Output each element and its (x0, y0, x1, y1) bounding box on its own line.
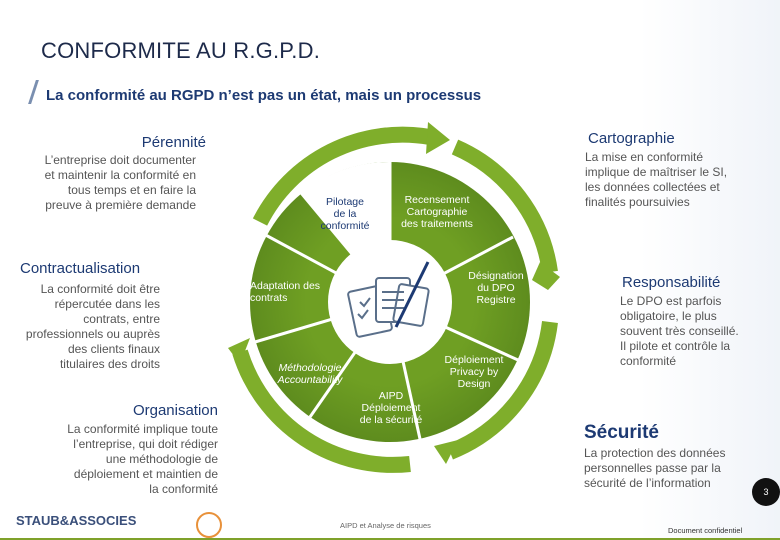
segment-aipd-line3: de la sécurité (359, 414, 423, 426)
organisation-line3: une méthodologie de (105, 452, 218, 466)
segment-privacy-line2: Privacy by (449, 366, 499, 378)
segment-privacy-line1: Déploiement (444, 354, 504, 366)
contractualisation-line6: titulaires des droits (59, 357, 160, 371)
perennite-line3: tous temps et en faire la (67, 183, 196, 197)
segment-adaptation-line1: Adaptation des (250, 280, 321, 292)
perennite-line2: et maintenir la conformité en (44, 168, 196, 182)
segment-aipd-line1: AIPD (378, 390, 404, 402)
subtitle-slash-icon (28, 80, 39, 104)
cartographie-line4: finalités poursuivies (585, 195, 690, 209)
page-number-badge: 3 (752, 478, 780, 506)
segment-designation-line2: du DPO (477, 282, 515, 294)
cartographie-text: La mise en conformité implique de maîtri… (585, 150, 765, 210)
staub-logo: STAUB&ASSOCIES (16, 513, 137, 528)
securite-line2: personnelles passe par la (584, 461, 721, 475)
organisation-text: La conformité implique toute l’entrepris… (10, 422, 218, 497)
organisation-line1: La conformité implique toute (67, 422, 218, 436)
segment-privacy-line3: Design (457, 378, 491, 390)
segment-recensement-line3: des traitements (401, 218, 473, 230)
segment-pilotage-line3: conformité (320, 220, 370, 232)
segment-methodologie-line1: Méthodologie (278, 362, 342, 374)
cartographie-line1: La mise en conformité (585, 150, 704, 164)
contractualisation-text: La conformité doit être répercutée dans … (10, 282, 160, 372)
perennite-text: L’entreprise doit documenter et mainteni… (10, 153, 196, 213)
footer-confidential: Document confidentiel (668, 526, 743, 535)
segment-aipd: AIPD Déploiement de la sécurité (346, 390, 436, 426)
contractualisation-line1: La conformité doit être (40, 282, 160, 296)
securite-heading: Sécurité (584, 422, 659, 443)
bottom-rule (0, 538, 780, 540)
securite-line1: La protection des données (584, 446, 726, 460)
cartographie-heading: Cartographie (588, 130, 675, 147)
contractualisation-line2: répercutée dans les (54, 297, 160, 311)
perennite-line1: L’entreprise doit documenter (44, 153, 196, 167)
background-gradient (640, 0, 780, 540)
contractualisation-line3: contrats, entre (83, 312, 160, 326)
organisation-line5: la conformité (149, 482, 218, 496)
cycle-arrows (232, 126, 558, 473)
footer-center-text: AIPD et Analyse de risques (340, 521, 431, 530)
responsabilite-line4: Il pilote et contrôle la (620, 339, 731, 353)
segment-designation-line1: Désignation (468, 270, 524, 282)
segment-privacy-design: Déploiement Privacy by Design (432, 354, 516, 390)
responsabilite-line1: Le DPO est parfois (620, 294, 722, 308)
organisation-line4: déploiement et maintien de (73, 467, 218, 481)
segment-recensement-line2: Cartographie (406, 206, 468, 218)
securite-line3: sécurité de l’information (584, 476, 711, 490)
segment-adaptation-line2: contrats (250, 292, 288, 304)
contractualisation-line5: des clients finaux (67, 342, 160, 356)
segment-methodologie-line2: Accountability (277, 374, 343, 386)
arrow-heads (228, 122, 560, 464)
responsabilite-heading: Responsabilité (622, 274, 721, 291)
responsabilite-text: Le DPO est parfois obligatoire, le plus … (620, 294, 770, 369)
segment-aipd-line2: Déploiement (361, 402, 421, 414)
perennite-line4: preuve à première demande (45, 198, 196, 212)
organisation-heading: Organisation (132, 402, 218, 419)
segment-designation: Désignation du DPO Registre (456, 270, 536, 306)
cartographie-line3: les données collectées et (585, 180, 720, 194)
segment-pilotage-line2: de la (333, 208, 357, 220)
contractualisation-heading: Contractualisation (20, 260, 141, 277)
responsabilite-line5: conformité (620, 354, 677, 368)
segment-adaptation: Adaptation des contrats (250, 280, 346, 304)
perennite-heading: Pérennité (141, 134, 206, 151)
segment-recensement: Recensement Cartographie des traitements (388, 194, 486, 230)
cartographie-line2: implique de maîtriser le SI, (585, 165, 728, 179)
responsabilite-line3: souvent très conseillé. (620, 324, 739, 338)
segment-designation-line3: Registre (476, 294, 516, 306)
partner-logo-icon (196, 512, 222, 538)
segment-pilotage: Pilotage de la conformité (308, 196, 382, 232)
segment-recensement-line1: Recensement (404, 194, 470, 206)
contractualisation-line4: professionnels ou auprès (25, 327, 160, 341)
clipboard-checklist-icon (347, 261, 430, 338)
securite-text: La protection des données personnelles p… (584, 446, 760, 491)
segment-methodologie: Méthodologie Accountability (262, 362, 358, 386)
organisation-line2: l’entreprise, qui doit rédiger (73, 437, 218, 451)
process-wheel (228, 122, 560, 473)
perennite-block: Pérennité (10, 134, 206, 151)
segment-pilotage-line1: Pilotage (326, 196, 364, 208)
responsabilite-line2: obligatoire, le plus (620, 309, 717, 323)
page-title: CONFORMITE AU R.G.P.D. (41, 38, 321, 63)
page-subtitle: La conformité au RGPD n’est pas un état,… (46, 87, 482, 104)
